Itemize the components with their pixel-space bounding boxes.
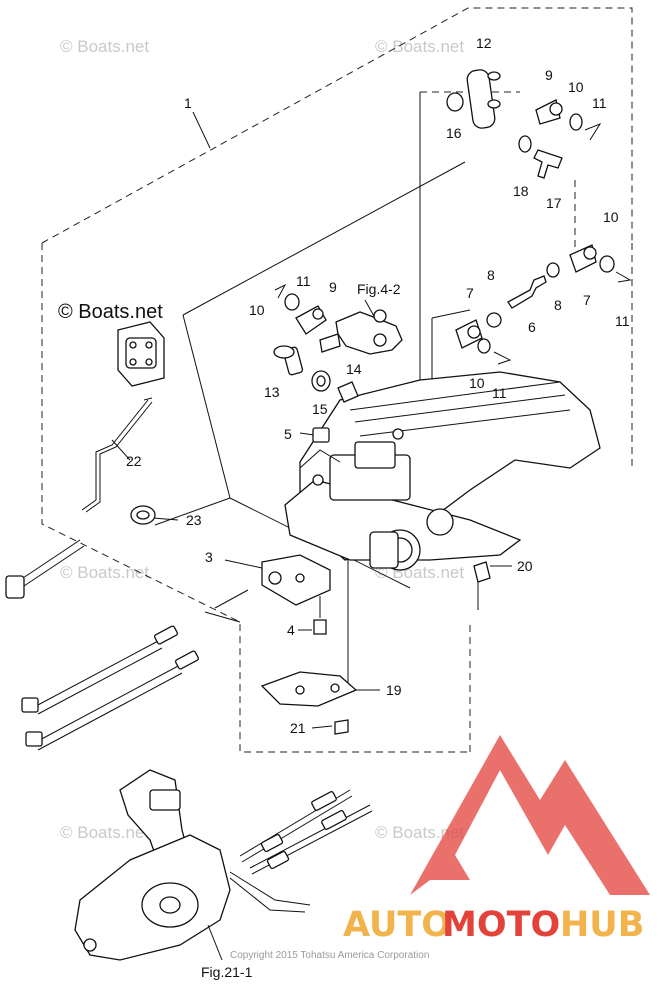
callout-7-left: 7 bbox=[466, 285, 474, 301]
callout-10-left: 10 bbox=[249, 302, 265, 318]
watermark-dark: © Boats.net bbox=[58, 301, 163, 323]
callout-fig-21-1: Fig.21-1 bbox=[201, 964, 253, 980]
callout-22: 22 bbox=[126, 453, 142, 469]
watermark-top-left: © Boats.net bbox=[60, 37, 149, 56]
callout-8-lower: 8 bbox=[554, 297, 562, 313]
callout-11-left: 11 bbox=[296, 273, 311, 289]
logo-text-hub: HUB bbox=[560, 905, 644, 945]
callout-15: 15 bbox=[312, 401, 328, 417]
callout-10-mid: 10 bbox=[469, 375, 485, 391]
copyright-notice: Copyright 2015 Tohatsu America Corporati… bbox=[230, 950, 429, 961]
logo-text-moto: MOTO bbox=[442, 905, 560, 945]
swivel-bracket-assembly bbox=[284, 371, 601, 571]
callout-9-top: 9 bbox=[545, 67, 553, 83]
logo-mark-icon bbox=[410, 735, 650, 895]
automotohub-logo: AUTO MOTO HUB bbox=[343, 735, 650, 945]
callout-9-left: 9 bbox=[329, 279, 337, 295]
throttle-shift-cables bbox=[5, 539, 200, 751]
left-linkage-parts bbox=[273, 283, 403, 403]
callout-3: 3 bbox=[205, 549, 213, 565]
callout-1: 1 bbox=[184, 95, 192, 111]
callout-20: 20 bbox=[517, 558, 533, 574]
remote-control-box bbox=[74, 769, 373, 961]
callout-10-right: 10 bbox=[603, 209, 619, 225]
callout-14: 14 bbox=[346, 361, 362, 377]
watermark-mid-left: © Boats.net bbox=[60, 563, 149, 582]
callout-18: 18 bbox=[513, 183, 529, 199]
callout-fig-4-2: Fig.4-2 bbox=[357, 281, 401, 297]
callout-17: 17 bbox=[546, 195, 562, 211]
watermark-bottom-left: © Boats.net bbox=[60, 823, 149, 842]
callout-10-top: 10 bbox=[568, 79, 584, 95]
callout-13: 13 bbox=[264, 384, 280, 400]
callout-7-right: 7 bbox=[583, 292, 591, 308]
callout-11-top: 11 bbox=[592, 95, 607, 111]
watermark-bottom-right: © Boats.net bbox=[375, 823, 464, 842]
upper-linkage-parts bbox=[446, 69, 602, 179]
callout-6: 6 bbox=[528, 319, 536, 335]
callout-19: 19 bbox=[386, 682, 402, 698]
callout-11-right: 11 bbox=[615, 313, 630, 329]
callout-5: 5 bbox=[284, 426, 292, 442]
callout-4: 4 bbox=[287, 622, 295, 638]
callout-16: 16 bbox=[446, 125, 462, 141]
logo-text-auto: AUTO bbox=[343, 905, 451, 945]
callout-23: 23 bbox=[186, 512, 202, 528]
lower-control-parts bbox=[81, 321, 491, 735]
callout-12: 12 bbox=[476, 35, 492, 51]
callout-11-mid: 11 bbox=[492, 385, 507, 401]
callout-8-upper: 8 bbox=[487, 267, 495, 283]
callout-labels: 1 12 9 10 11 16 18 17 10 8 7 8 7 6 11 11… bbox=[126, 35, 630, 980]
right-linkage-parts bbox=[455, 244, 632, 365]
callout-21: 21 bbox=[290, 720, 306, 736]
watermark-top-right: © Boats.net bbox=[375, 37, 464, 56]
